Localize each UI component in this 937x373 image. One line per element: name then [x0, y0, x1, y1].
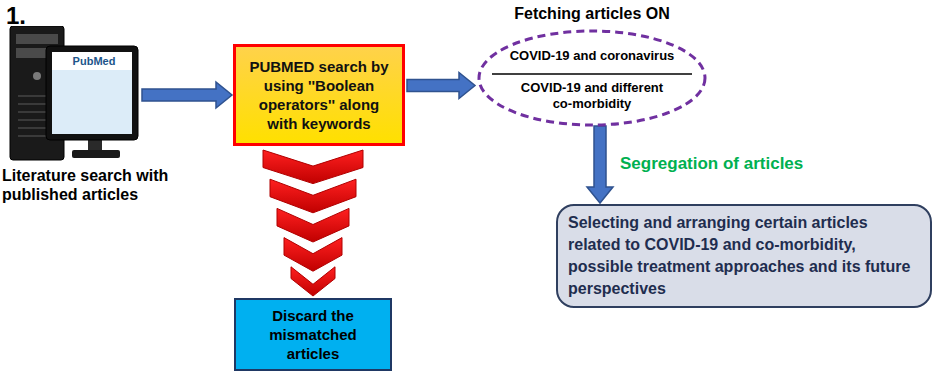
ellipse-text: COVID-19 and different co-morbidity	[510, 80, 674, 112]
box-text: Selecting and arranging certain articles…	[568, 212, 920, 300]
dashed-ellipse: Fetching articles ON COVID-19 and coronav…	[476, 2, 708, 127]
box-text: PUBMED search by using ''Boolean operato…	[242, 57, 396, 133]
computer-illustration: Literature search with published article…	[8, 26, 140, 164]
power-button	[33, 72, 41, 80]
ellipse-text: COVID-19 and coronavirus	[496, 48, 688, 64]
block-arrow	[407, 73, 475, 99]
monitor-screen	[52, 52, 132, 134]
chevron	[284, 238, 342, 272]
monitor-base	[72, 150, 120, 158]
block-arrow	[587, 126, 613, 203]
block-arrow	[142, 82, 232, 108]
logo-band	[52, 52, 132, 70]
monitor-frame	[46, 46, 138, 140]
box-text: Discard the mismatched articles	[242, 306, 384, 363]
chevron	[270, 179, 356, 213]
result-box: Selecting and arranging certain articles…	[556, 204, 932, 308]
chevron	[277, 208, 349, 242]
caption-text: Literature search with published article…	[2, 166, 210, 204]
figure-number: 1.	[6, 2, 26, 30]
heading-text: Fetching articles ON	[476, 4, 708, 24]
dashed-ellipse-outline	[479, 31, 705, 125]
drive-bay	[16, 34, 58, 44]
divider-line	[492, 73, 692, 75]
edge-label: Segregation of articles	[620, 153, 803, 175]
chevron	[263, 150, 363, 184]
chevron-arrow	[263, 150, 363, 296]
logo-text: PubMed	[56, 54, 132, 68]
process-box: PUBMED search by using ''Boolean operato…	[233, 44, 405, 146]
discard-box: Discard the mismatched articles	[234, 298, 392, 371]
computer-svg	[8, 26, 140, 164]
chevron	[291, 267, 335, 296]
